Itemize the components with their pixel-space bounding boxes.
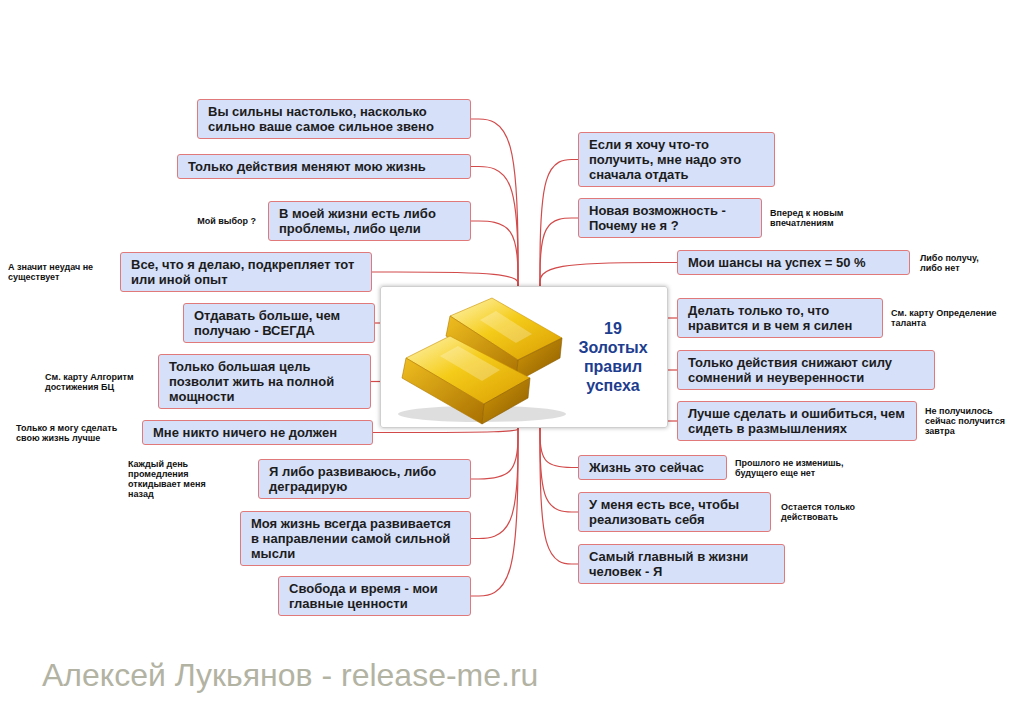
rule-text: Самый главный в жизни человек - Я — [589, 549, 774, 579]
side-note: См. карту Определение таланта — [891, 308, 1009, 328]
branch-connector — [471, 428, 518, 539]
branch-connector — [540, 428, 578, 564]
rule-box: Жизнь это сейчас — [578, 455, 727, 480]
side-note: Только я могу сделать свою жизнь лучше — [16, 423, 134, 443]
branch-connector — [372, 272, 518, 286]
rule-box: Отдавать больше, чем получаю - ВСЕГДА — [183, 303, 375, 343]
rule-box: Свобода и время - мои главные ценности — [278, 576, 471, 616]
side-note: Не получилось сейчас получится завтра — [925, 406, 1017, 436]
side-note: Прошлого не изменишь, будущего еще нет — [735, 458, 863, 478]
branch-connector — [540, 428, 578, 512]
rule-box: У меня есть все, чтобы реализовать себя — [578, 492, 771, 532]
side-note: Остается только действовать — [781, 502, 873, 522]
rule-text: Только действия снижают силу сомнений и … — [688, 355, 924, 385]
rule-box: В моей жизни есть либо проблемы, либо це… — [268, 201, 471, 241]
side-note: Вперед к новым впечатлениям — [770, 208, 860, 228]
rule-text: Свобода и время - мои главные ценности — [289, 581, 460, 611]
rule-text: Только большая цель позволит жить на пол… — [169, 359, 360, 404]
rule-text: Жизнь это сейчас — [589, 460, 716, 475]
branch-connector — [471, 428, 518, 479]
side-note: Каждый день промедления откидывает меня … — [128, 459, 224, 499]
rule-text: Мне никто ничего не должен — [153, 425, 362, 440]
rule-box: Новая возможность - Почему не я ? — [578, 198, 762, 238]
rule-box: Лучше сделать и ошибиться, чем сидеть в … — [677, 401, 917, 441]
rule-box: Самый главный в жизни человек - Я — [578, 544, 785, 584]
rule-box: Если я хочу что-то получить, мне надо эт… — [578, 132, 775, 187]
central-topic: 19 Золотых правил успеха — [380, 286, 668, 428]
rule-text: Только действия меняют мою жизнь — [188, 159, 460, 174]
rule-box: Только действия снижают силу сомнений и … — [677, 350, 935, 390]
branch-connector — [668, 317, 677, 318]
author-watermark: Алексей Лукьянов - release-me.ru — [42, 656, 538, 694]
branch-connector — [540, 263, 677, 287]
rule-text: Я либо развиваюсь, либо деградирую — [269, 464, 460, 494]
branch-connector — [471, 428, 518, 596]
rule-text: Все, что я делаю, подкрепляет тот или ин… — [131, 257, 361, 287]
bar-highlight — [480, 311, 532, 343]
rule-text: Вы сильны настолько, насколько сильно ва… — [208, 104, 460, 134]
gold-bars-illustration — [380, 286, 668, 428]
branch-connector — [373, 428, 518, 433]
branch-connector — [471, 167, 518, 287]
branch-connector — [471, 221, 518, 286]
bar-highlight — [440, 346, 500, 381]
gold-bar-end — [482, 378, 530, 424]
branch-connector — [540, 218, 578, 286]
side-note: См. карту Алгоритм достижения БЦ — [45, 372, 150, 392]
side-note: Мой выбор ? — [176, 216, 256, 226]
rule-text: Новая возможность - Почему не я ? — [589, 203, 751, 233]
side-note: А значит неудач не существует — [8, 262, 112, 282]
rule-text: В моей жизни есть либо проблемы, либо це… — [279, 206, 460, 236]
rule-text: Отдавать больше, чем получаю - ВСЕГДА — [194, 308, 364, 338]
branch-connector — [668, 420, 677, 421]
branch-connector — [471, 119, 518, 286]
rule-text: Моя жизнь всегда развивается в направлен… — [251, 516, 460, 561]
rule-box: Только большая цель позволит жить на пол… — [158, 354, 371, 409]
branch-connector — [668, 369, 677, 370]
rule-text: Мои шансы на успех = 50 % — [688, 255, 899, 270]
branch-connector — [540, 428, 578, 468]
side-note: Либо получу, либо нет — [920, 253, 992, 273]
rule-box: Мои шансы на успех = 50 % — [677, 250, 910, 275]
central-title: 19 Золотых правил успеха — [571, 319, 655, 395]
rule-box: Мне никто ничего не должен — [142, 420, 373, 445]
rule-box: Я либо развиваюсь, либо деградирую — [258, 459, 471, 499]
rule-box: Моя жизнь всегда развивается в направлен… — [240, 511, 471, 566]
branch-connector — [371, 381, 380, 382]
rule-box: Только действия меняют мою жизнь — [177, 154, 471, 179]
rule-text: Делать только то, что нравится и в чем я… — [688, 303, 872, 333]
rule-box: Все, что я делаю, подкрепляет тот или ин… — [120, 252, 372, 292]
rule-text: Если я хочу что-то получить, мне надо эт… — [589, 137, 764, 182]
rule-box: Делать только то, что нравится и в чем я… — [677, 298, 883, 338]
rule-text: Лучше сделать и ошибиться, чем сидеть в … — [688, 406, 906, 436]
rule-text: У меня есть все, чтобы реализовать себя — [589, 497, 760, 527]
rule-box: Вы сильны настолько, насколько сильно ва… — [197, 99, 471, 139]
